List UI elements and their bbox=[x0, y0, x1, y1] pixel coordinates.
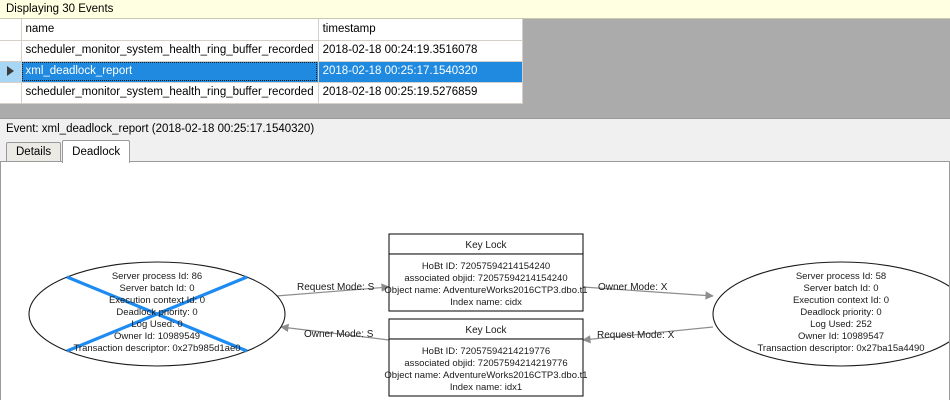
displaying-events-banner: Displaying 30 Events bbox=[0, 0, 950, 19]
table-row[interactable]: scheduler_monitor_system_health_ring_buf… bbox=[0, 40, 523, 62]
resource-bottom-body-box bbox=[388, 338, 584, 397]
banner-text: Displaying 30 Events bbox=[6, 3, 114, 15]
process-right-line-3: Deadlock priority: 0 bbox=[800, 307, 881, 318]
edge-label-left-request-top: Request Mode: S bbox=[297, 282, 375, 293]
process-right-line-4: Log Used: 252 bbox=[810, 319, 872, 330]
tab-details[interactable]: Details bbox=[6, 142, 62, 162]
edge-label-right-request-bottom: Request Mode: X bbox=[597, 330, 675, 341]
tab-details-label: Details bbox=[16, 146, 52, 158]
cell-name[interactable]: xml_deadlock_report bbox=[21, 61, 319, 83]
process-left-line-6: Transaction descriptor: 0x27b985d1ae0 bbox=[73, 343, 240, 354]
process-left-line-1: Server batch Id: 0 bbox=[120, 283, 195, 294]
resource-top-line-3: Index name: cidx bbox=[450, 297, 522, 308]
row-selector-cell[interactable] bbox=[0, 40, 22, 62]
process-left-line-5: Owner Id: 10989549 bbox=[114, 331, 200, 342]
victim-cross-icon bbox=[66, 275, 248, 353]
process-right-line-5: Owner Id: 10989547 bbox=[798, 331, 884, 342]
process-right-line-6: Transaction descriptor: 0x27ba15a4490 bbox=[757, 343, 924, 354]
process-node-right-ellipse[interactable] bbox=[712, 261, 949, 367]
column-header-selector bbox=[0, 19, 22, 41]
edge-label-top-owner-right: Owner Mode: X bbox=[598, 282, 668, 293]
resource-node-top[interactable]: Key Lock HoBt ID: 72057594214154240 asso… bbox=[384, 233, 588, 312]
grid-header-row: name timestamp bbox=[0, 19, 523, 41]
events-grid[interactable]: name timestamp scheduler_monitor_system_… bbox=[0, 19, 523, 104]
tab-deadlock-label: Deadlock bbox=[72, 146, 121, 158]
process-node-left[interactable]: Server process Id: 86 Server batch Id: 0… bbox=[28, 261, 286, 367]
edge-left-request-top: Request Mode: S bbox=[275, 282, 390, 297]
resource-node-bottom[interactable]: Key Lock HoBt ID: 72057594214219776 asso… bbox=[384, 318, 588, 397]
cell-timestamp[interactable]: 2018-02-18 00:25:17.1540320 bbox=[318, 61, 523, 83]
resource-bottom-line-0: HoBt ID: 72057594214219776 bbox=[422, 346, 550, 357]
process-left-line-0: Server process Id: 86 bbox=[112, 271, 202, 282]
edge-top-owner-right: Owner Mode: X bbox=[582, 282, 714, 300]
row-selector-cell[interactable] bbox=[0, 82, 22, 104]
cell-timestamp[interactable]: 2018-02-18 00:24:19.3516078 bbox=[318, 40, 523, 62]
cell-timestamp[interactable]: 2018-02-18 00:25:19.5276859 bbox=[318, 82, 523, 104]
cell-name[interactable]: scheduler_monitor_system_health_ring_buf… bbox=[21, 82, 319, 104]
cell-name[interactable]: scheduler_monitor_system_health_ring_buf… bbox=[21, 40, 319, 62]
row-selector-cell[interactable] bbox=[0, 61, 22, 83]
edge-label-bottom-owner-left: Owner Mode: S bbox=[304, 329, 374, 340]
tab-strip: Details Deadlock bbox=[0, 139, 950, 163]
resource-bottom-line-1: associated objid: 72057594214219776 bbox=[404, 358, 567, 369]
edge-bottom-owner-left: Owner Mode: S bbox=[280, 323, 390, 341]
process-right-line-2: Execution context Id: 0 bbox=[793, 295, 889, 306]
process-left-line-4: Log Used: 0 bbox=[131, 319, 182, 330]
resource-bottom-title: Key Lock bbox=[465, 325, 507, 336]
deadlock-graph-panel[interactable]: Request Mode: S Owner Mode: X Owner Mode… bbox=[0, 161, 950, 400]
process-left-line-2: Execution context Id: 0 bbox=[109, 295, 205, 306]
edge-right-request-bottom: Request Mode: X bbox=[582, 326, 714, 344]
deadlock-graph[interactable]: Request Mode: S Owner Mode: X Owner Mode… bbox=[1, 162, 949, 399]
tab-deadlock[interactable]: Deadlock bbox=[62, 140, 131, 163]
table-row[interactable]: xml_deadlock_report 2018-02-18 00:25:17.… bbox=[0, 61, 523, 83]
resource-top-body-box bbox=[388, 253, 584, 312]
column-header-name[interactable]: name bbox=[21, 19, 319, 41]
column-header-timestamp[interactable]: timestamp bbox=[318, 19, 523, 41]
resource-top-line-1: associated objid: 72057594214154240 bbox=[404, 273, 567, 284]
process-right-line-0: Server process Id: 58 bbox=[796, 271, 886, 282]
resource-bottom-line-3: Index name: idx1 bbox=[450, 382, 522, 393]
resource-top-title: Key Lock bbox=[465, 240, 507, 251]
resource-top-line-2: Object name: AdventureWorks2016CTP3.dbo.… bbox=[384, 285, 587, 296]
events-grid-container[interactable]: name timestamp scheduler_monitor_system_… bbox=[0, 19, 950, 118]
resource-top-line-0: HoBt ID: 72057594214154240 bbox=[422, 261, 550, 272]
process-node-right[interactable]: Server process Id: 58 Server batch Id: 0… bbox=[712, 261, 949, 367]
process-left-line-3: Deadlock priority: 0 bbox=[116, 307, 197, 318]
event-header-bar: Event: xml_deadlock_report (2018-02-18 0… bbox=[0, 118, 950, 139]
resource-bottom-line-2: Object name: AdventureWorks2016CTP3.dbo.… bbox=[384, 370, 587, 381]
process-right-line-1: Server batch Id: 0 bbox=[804, 283, 879, 294]
table-row[interactable]: scheduler_monitor_system_health_ring_buf… bbox=[0, 82, 523, 104]
event-header-text: Event: xml_deadlock_report (2018-02-18 0… bbox=[6, 123, 315, 135]
row-selector-arrow-icon bbox=[6, 66, 14, 76]
